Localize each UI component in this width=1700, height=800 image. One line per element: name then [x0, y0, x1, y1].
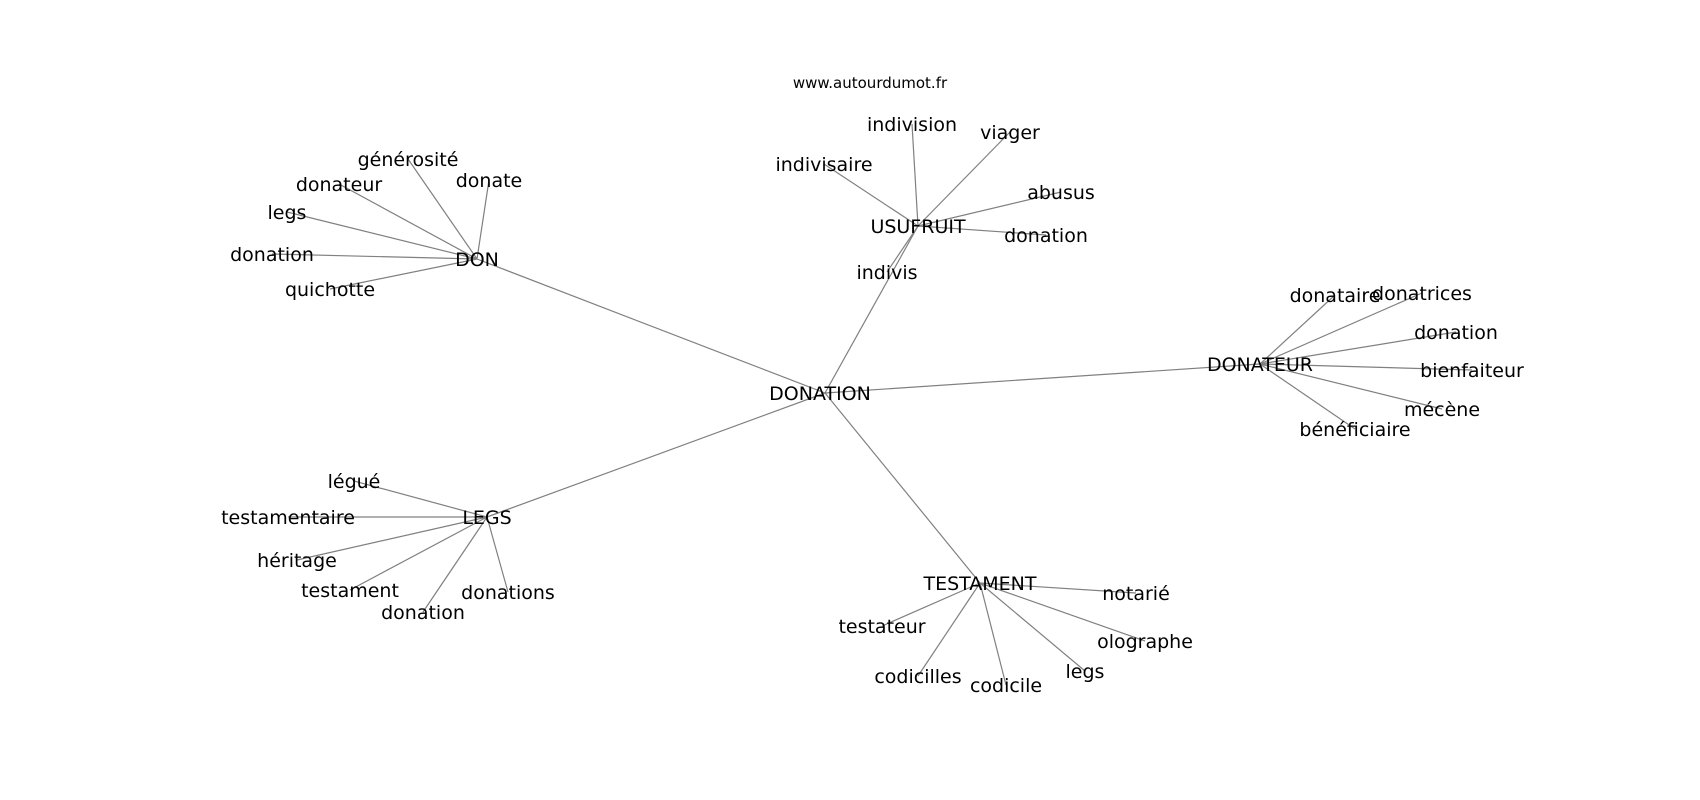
leaf-node-legs[interactable]: donation — [381, 602, 465, 624]
leaf-node-don[interactable]: quichotte — [285, 279, 375, 301]
edge-testament-5 — [979, 582, 1086, 672]
edge-root-testament — [824, 392, 981, 584]
leaf-node-usufruit[interactable]: donation — [1004, 225, 1088, 247]
leaf-node-donateur[interactable]: donatrices — [1372, 283, 1472, 305]
leaf-node-testament[interactable]: codicilles — [874, 666, 961, 688]
edge-don-3 — [286, 211, 478, 260]
hub-node-testament[interactable]: TESTAMENT — [922, 573, 1036, 595]
edges — [271, 123, 1473, 686]
leaf-node-donateur[interactable]: donataire — [1290, 285, 1381, 307]
edge-don-1 — [476, 179, 490, 260]
edge-donateur-5 — [1259, 363, 1356, 430]
edge-donateur-4 — [1259, 363, 1443, 410]
leaf-node-testament[interactable]: legs — [1066, 661, 1105, 683]
leaf-node-legs[interactable]: héritage — [257, 550, 337, 572]
leaf-node-usufruit[interactable]: indivisaire — [775, 154, 872, 176]
leaf-node-legs[interactable]: testamentaire — [221, 507, 355, 529]
edge-usufruit-1 — [917, 131, 1011, 227]
hub-node-don[interactable]: DON — [455, 249, 499, 271]
leaf-node-don[interactable]: legs — [268, 202, 307, 224]
edge-root-usufruit — [824, 225, 919, 394]
edge-donateur-1 — [1259, 292, 1423, 365]
edge-don-0 — [407, 158, 478, 260]
edge-legs-5 — [486, 516, 509, 593]
edge-donateur-2 — [1259, 331, 1457, 365]
edge-root-legs — [486, 392, 826, 518]
edge-testament-3 — [917, 582, 981, 677]
edge-don-4 — [271, 253, 478, 260]
leaf-node-legs[interactable]: donations — [461, 582, 555, 604]
edge-usufruit-2 — [823, 163, 919, 227]
edge-testament-1 — [881, 582, 981, 627]
leaf-node-don[interactable]: donateur — [296, 174, 383, 196]
edge-root-don — [476, 258, 826, 394]
edge-testament-2 — [979, 582, 1146, 642]
edge-usufruit-0 — [911, 123, 919, 227]
leaf-node-legs[interactable]: testament — [301, 580, 399, 602]
leaf-node-usufruit[interactable]: abusus — [1027, 182, 1095, 204]
hub-node-legs[interactable]: LEGS — [462, 507, 511, 529]
leaf-node-usufruit[interactable]: viager — [980, 122, 1040, 144]
watermark: www.autourdumot.fr — [793, 74, 948, 92]
leaf-node-testament[interactable]: olographe — [1097, 631, 1193, 653]
edge-donateur-0 — [1259, 294, 1336, 365]
edge-legs-4 — [422, 516, 488, 613]
edge-testament-0 — [979, 582, 1137, 594]
leaf-node-donateur[interactable]: bénéficiaire — [1299, 419, 1410, 441]
root-node[interactable]: DONATION — [769, 383, 871, 405]
hub-node-donateur[interactable]: DONATEUR — [1207, 354, 1313, 376]
edge-root-donateur — [824, 363, 1261, 394]
leaf-node-testament[interactable]: testateur — [838, 616, 925, 638]
leaf-node-legs[interactable]: légué — [328, 471, 381, 493]
edge-donateur-3 — [1259, 363, 1473, 371]
edge-usufruit-5 — [886, 225, 919, 273]
leaf-node-usufruit[interactable]: indivision — [867, 114, 957, 136]
leaf-node-donateur[interactable]: bienfaiteur — [1420, 360, 1524, 382]
leaf-node-testament[interactable]: notarié — [1102, 583, 1170, 605]
leaf-node-usufruit[interactable]: indivis — [856, 262, 917, 284]
leaf-node-don[interactable]: générosité — [358, 149, 459, 171]
edge-don-2 — [338, 183, 478, 260]
leaf-node-donateur[interactable]: donation — [1414, 322, 1498, 344]
edge-legs-0 — [353, 480, 488, 518]
edge-testament-4 — [979, 582, 1007, 686]
leaf-node-don[interactable]: donate — [456, 170, 523, 192]
leaf-node-donateur[interactable]: mécène — [1404, 399, 1480, 421]
edge-usufruit-4 — [917, 225, 1047, 236]
edge-don-5 — [329, 258, 478, 290]
leaf-node-testament[interactable]: codicile — [970, 675, 1042, 697]
edge-legs-2 — [296, 516, 488, 561]
edge-usufruit-3 — [917, 191, 1062, 227]
hub-node-usufruit[interactable]: USUFRUIT — [870, 216, 966, 238]
leaf-node-don[interactable]: donation — [230, 244, 314, 266]
edge-legs-3 — [349, 516, 488, 591]
